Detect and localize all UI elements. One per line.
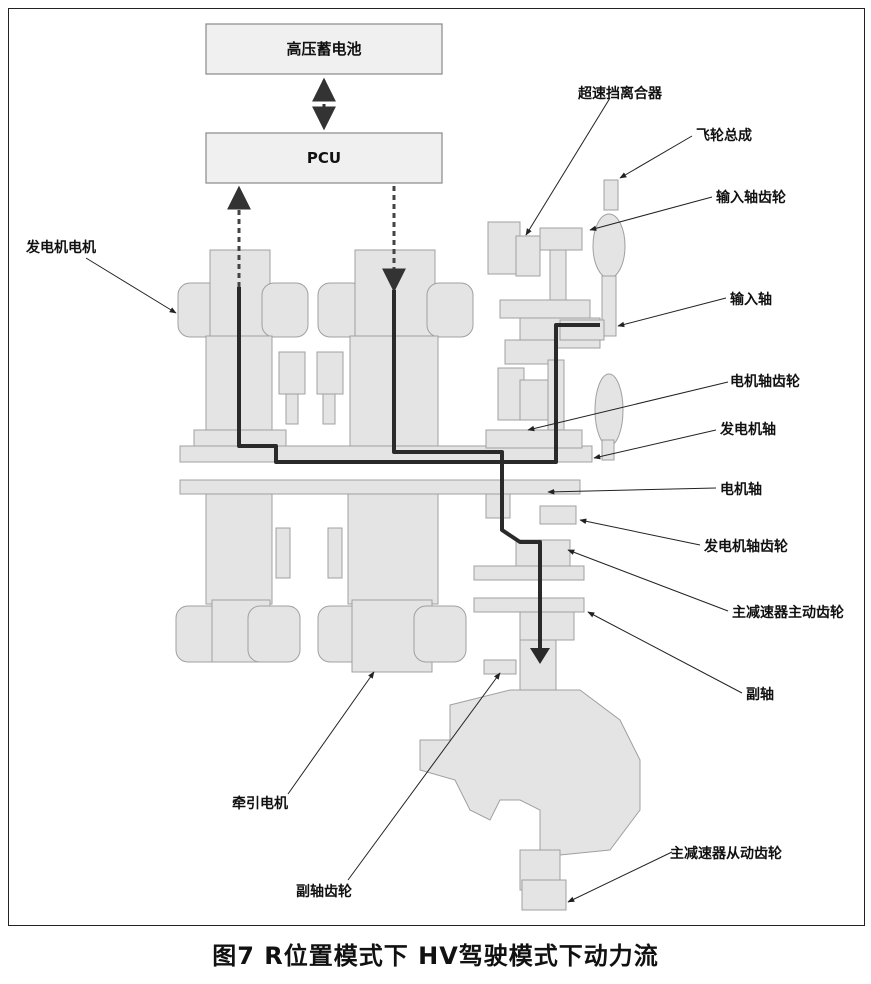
power-flow-diagram: 高压蓄电池 PCU — [25, 23, 844, 911]
generator-motor-lower — [175, 493, 301, 663]
label-overdrive-clutch: 超速挡离合器 — [577, 85, 663, 102]
callout-lines — [85, 97, 743, 903]
label-generator-motor: 发电机电机 — [25, 239, 96, 256]
pcu-label: PCU — [307, 149, 341, 167]
label-motor-shaft-gear: 电机轴齿轮 — [730, 373, 800, 390]
label-final-drive-gear: 主减速器主动齿轮 — [732, 604, 844, 621]
label-flywheel-assembly: 飞轮总成 — [696, 127, 752, 144]
battery-label: 高压蓄电池 — [286, 40, 361, 58]
power-flow-arrowhead — [530, 648, 550, 664]
label-counter-shaft-gear: 副轴齿轮 — [296, 883, 352, 900]
label-final-driven-gear: 主减速器从动齿轮 — [670, 845, 782, 862]
label-input-shaft: 输入轴 — [730, 291, 772, 308]
label-traction-motor: 牵引电机 — [232, 795, 288, 812]
transmission-parts — [175, 179, 641, 911]
label-input-shaft-gear: 输入轴齿轮 — [716, 189, 786, 206]
label-motor-shaft: 电机轴 — [720, 481, 762, 498]
pcu-block: PCU — [205, 132, 443, 184]
label-generator-shaft-gear: 发电机轴齿轮 — [703, 538, 788, 555]
label-counter-shaft: 副轴 — [746, 686, 774, 703]
battery-block: 高压蓄电池 — [205, 23, 443, 75]
figure-caption: 图7 R位置模式下 HV驾驶模式下动力流 — [212, 942, 659, 970]
power-flow-path — [237, 287, 600, 652]
traction-motor-lower — [317, 493, 467, 673]
label-generator-shaft: 发电机轴 — [719, 421, 776, 438]
